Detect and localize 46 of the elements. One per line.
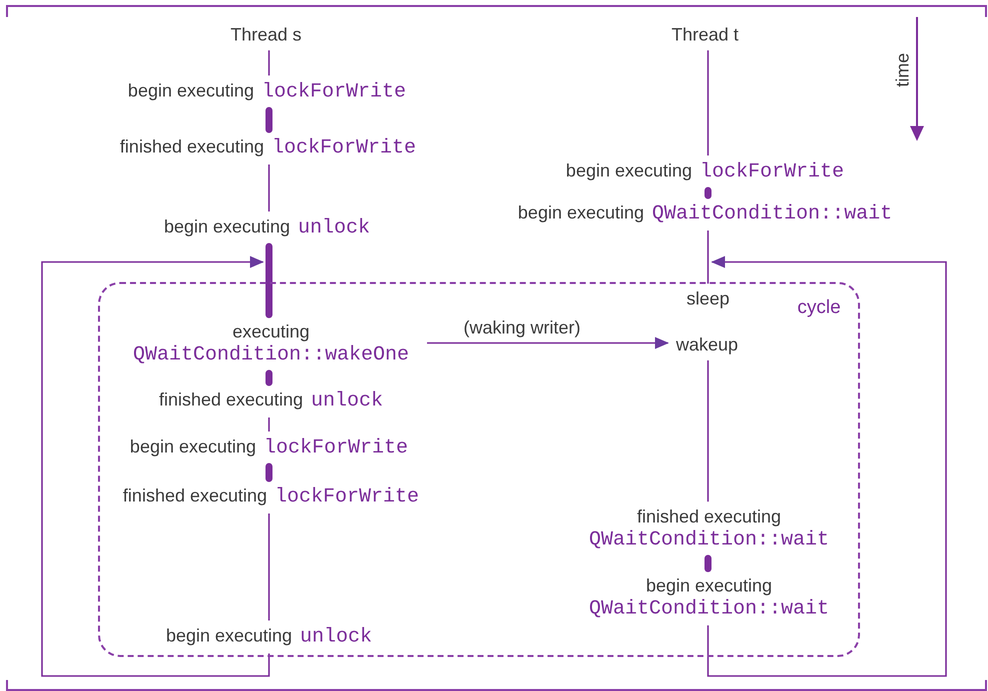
function-name: QWaitCondition::wait (588, 528, 830, 552)
axis-label: time (892, 53, 914, 87)
event-text: begin executing (164, 216, 290, 238)
timeline-line (268, 164, 270, 212)
timeline-line (707, 230, 709, 284)
function-name: unlock (298, 216, 370, 240)
function-name: lockForWrite (275, 486, 420, 508)
event-text: executing (232, 322, 310, 342)
state-label: sleep (686, 288, 730, 310)
function-name: QWaitCondition::wakeOne (132, 343, 410, 366)
thread-title: Thread s (230, 24, 302, 46)
function-name: lockForWrite (264, 436, 408, 460)
function-name: unlock (311, 390, 384, 412)
function-name: unlock (300, 626, 372, 648)
execution-bar (266, 107, 272, 133)
timeline-line (268, 514, 270, 620)
execution-bar (266, 370, 272, 386)
function-name: QWaitCondition::wait (588, 597, 830, 620)
event-text: begin executing (518, 202, 644, 224)
arrow (427, 337, 669, 349)
execution-bar (266, 463, 272, 482)
event-text: begin executing (166, 626, 292, 646)
timeline-line (268, 418, 270, 432)
execution-bar (704, 554, 712, 572)
thread-title: Thread t (671, 24, 739, 46)
event-text: finished executing (158, 390, 304, 410)
event-text: finished executing (120, 136, 264, 158)
execution-bar (266, 243, 272, 318)
execution-bar (704, 187, 712, 199)
event-text: begin executing (130, 436, 256, 458)
function-name: QWaitCondition::wait (652, 202, 892, 226)
timeline-line (707, 360, 709, 502)
event-text: begin executing (646, 576, 772, 596)
arrow (41, 256, 270, 677)
event-text: finished executing (636, 506, 782, 528)
timeline-line (707, 50, 709, 156)
event-text: begin executing (566, 160, 692, 182)
function-name: lockForWrite (272, 136, 416, 160)
function-name: lockForWrite (262, 80, 406, 104)
event-text: finished executing (122, 486, 268, 506)
state-label: wakeup (676, 334, 738, 356)
arrow (707, 256, 947, 677)
function-name: lockForWrite (700, 160, 844, 184)
region-title: cycle (797, 297, 841, 319)
timeline-line (268, 50, 270, 76)
event-text: begin executing (128, 80, 254, 102)
